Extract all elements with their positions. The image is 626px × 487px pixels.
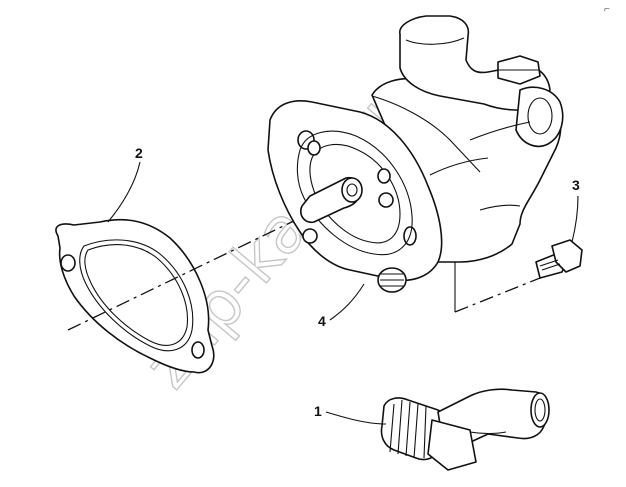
callout-label: 2 xyxy=(135,145,143,161)
callout-4: 4 xyxy=(318,283,365,329)
callout-label: 3 xyxy=(572,177,580,193)
callout-label: 4 xyxy=(318,313,326,329)
callout-label: 1 xyxy=(314,403,322,419)
pump-body-part xyxy=(267,15,564,293)
bolt-axis-line xyxy=(454,277,541,313)
callout-2: 2 xyxy=(107,145,143,223)
callout-1: 1 xyxy=(314,403,387,425)
callout-3: 3 xyxy=(571,177,580,243)
corner-mark: ⌐ xyxy=(604,4,610,15)
bolt-part xyxy=(535,239,583,279)
gasket-part xyxy=(55,218,215,374)
elbow-fitting-part xyxy=(380,388,550,471)
assembly-axis-line xyxy=(67,217,301,331)
